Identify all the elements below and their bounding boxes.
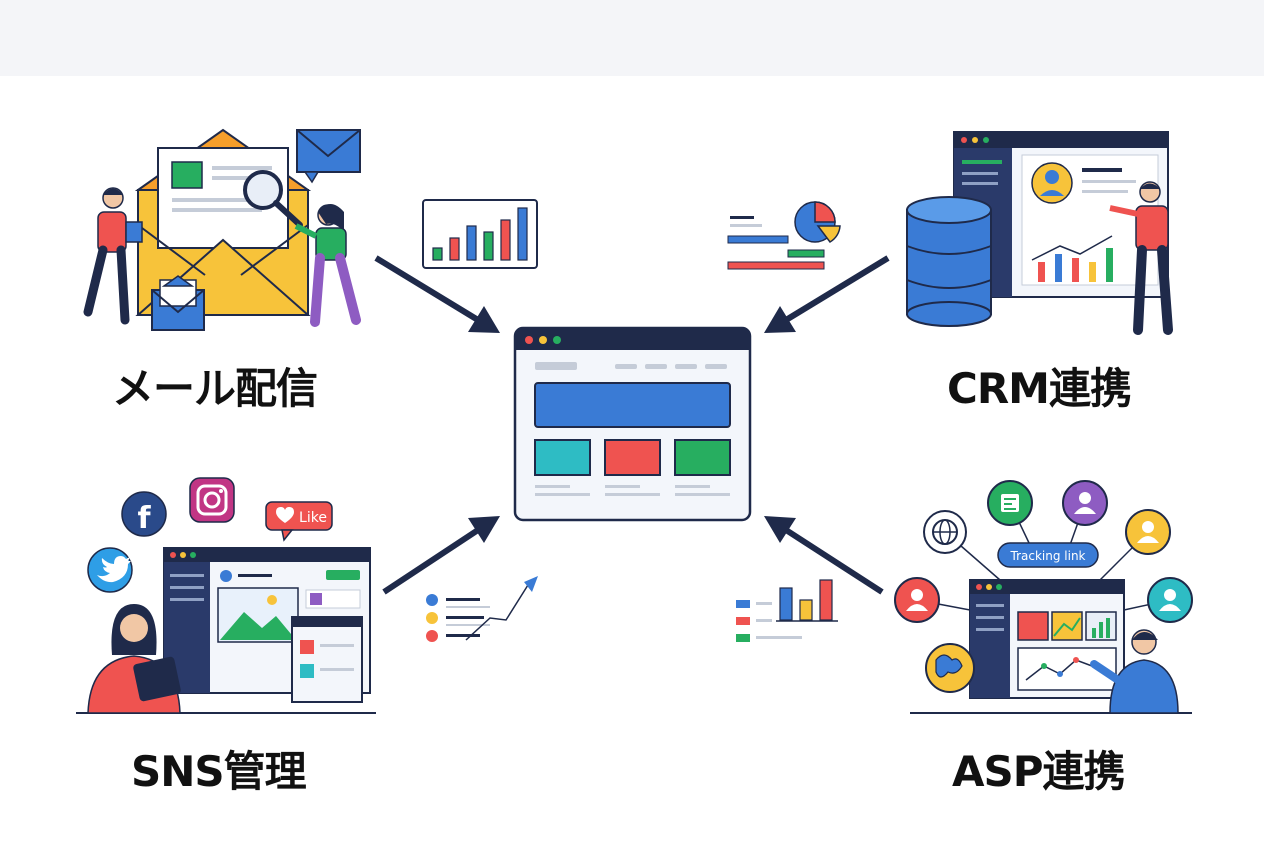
person-figure [294, 204, 361, 327]
arrow-icon [374, 255, 890, 595]
pie-chart-icon [727, 201, 841, 270]
user-icon [1062, 480, 1108, 526]
envelope-icon [151, 275, 205, 331]
facebook-icon: f [121, 491, 167, 537]
database-icon [906, 196, 992, 327]
instagram-icon [189, 477, 235, 523]
user-icon [894, 577, 940, 623]
bar-chart-icon [422, 199, 538, 269]
mail-label: メール配信 [112, 364, 318, 413]
user-icon [1147, 577, 1193, 623]
sns-label: SNS管理 [131, 747, 307, 796]
person-figure [87, 604, 181, 714]
sns-illustration [76, 547, 376, 714]
envelope-icon [296, 129, 361, 184]
user-icon [1125, 509, 1171, 555]
tracking-link-label: Tracking link [1010, 549, 1086, 563]
person-figure [1109, 181, 1173, 335]
bar-chart-icon [736, 579, 838, 642]
like-label: Like [299, 510, 327, 526]
magnifier-icon [243, 170, 303, 228]
like-badge: Like [265, 501, 333, 542]
facebook-glyph: f [137, 501, 151, 536]
top-band [0, 0, 1264, 76]
asp-label: ASP連携 [952, 747, 1126, 796]
person-figure [83, 187, 143, 325]
center-browser-window [513, 326, 752, 522]
globe-icon [923, 510, 967, 554]
twitter-icon [87, 547, 133, 593]
tracking-link-badge: Tracking link [997, 542, 1099, 568]
line-chart-icon [426, 576, 538, 642]
globe-icon [925, 643, 975, 693]
person-figure [1090, 629, 1179, 714]
user-icon [987, 480, 1033, 526]
crm-label: CRM連携 [947, 364, 1132, 413]
